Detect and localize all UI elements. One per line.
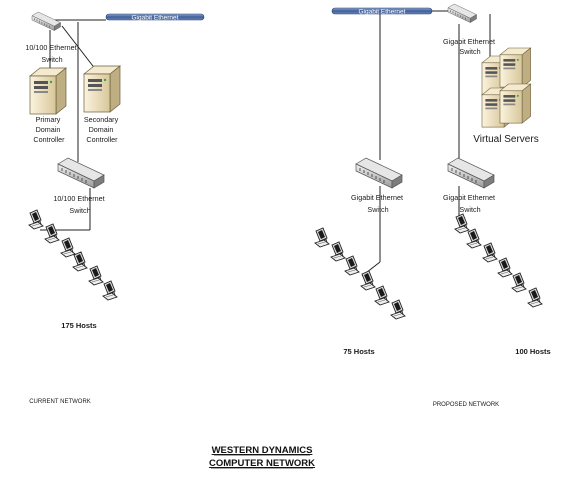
desktop-computer-icon	[466, 228, 482, 249]
current-bottom-switch	[57, 157, 105, 189]
desktop-computer-icon	[60, 237, 76, 258]
server-tower-icon	[83, 65, 121, 113]
desktop-computer-icon	[527, 287, 543, 308]
desktop-computer-icon	[344, 255, 360, 276]
current-network: 10/100 Ethernet Switch Primary Domain Co…	[25, 11, 121, 405]
proposed-right-hosts	[454, 213, 543, 308]
current-wires	[40, 19, 106, 231]
desktop-computer-icon	[44, 223, 60, 244]
proposed-top-switch	[447, 3, 477, 23]
proposed-left-hosts-label: 75 Hosts	[343, 347, 374, 356]
wire-to-secondary-dc	[61, 25, 97, 71]
desktop-computer-icon	[360, 270, 376, 291]
desktop-computer-icon	[314, 227, 330, 248]
proposed-left-hosts	[314, 227, 406, 320]
proposed-left-switch-label: Gigabit Ethernet Switch	[351, 193, 405, 214]
diagram-title: WESTERN DYNAMICS COMPUTER NETWORK	[209, 445, 315, 469]
desktop-computer-icon	[374, 285, 390, 306]
server-tower-icon	[499, 83, 532, 124]
desktop-computer-icon	[72, 251, 88, 272]
backbone-current: Gigabit Ethernet	[105, 13, 205, 22]
primary-domain-controller	[29, 67, 67, 115]
proposed-top-switch-label: Gigabit Ethernet Switch	[443, 37, 497, 56]
backbone-proposed: Gigabit Ethernet	[331, 7, 433, 16]
desktop-computer-icon	[454, 213, 470, 234]
title-line-2: COMPUTER NETWORK	[209, 458, 315, 469]
desktop-computer-icon	[88, 265, 104, 286]
virtual-servers	[481, 47, 532, 128]
switch-icon	[447, 3, 477, 23]
server-tower-icon	[29, 67, 67, 115]
switch-icon	[355, 157, 403, 189]
current-bottom-switch-label: 10/100 Ethernet Switch	[53, 194, 106, 215]
desktop-computer-icon	[497, 257, 513, 278]
desktop-computer-icon	[390, 299, 406, 320]
proposed-right-switch-label: Gigabit Ethernet Switch	[443, 193, 497, 214]
server-tower-icon	[499, 47, 532, 88]
desktop-computer-icon	[330, 241, 346, 262]
secondary-domain-controller	[83, 65, 121, 113]
switch-icon	[31, 11, 61, 31]
current-top-switch	[31, 11, 61, 31]
proposed-left-switch	[355, 157, 403, 189]
secondary-domain-controller-label: Secondary Domain Controller	[84, 115, 120, 144]
backbone-current-label: Gigabit Ethernet	[132, 15, 179, 22]
proposed-network-caption: PROPOSED NETWORK	[433, 402, 499, 408]
proposed-right-switch	[447, 157, 495, 189]
primary-domain-controller-label: Primary Domain Controller	[33, 115, 65, 144]
current-hosts-label: 175 Hosts	[61, 321, 96, 330]
desktop-computer-icon	[102, 280, 118, 301]
desktop-computer-icon	[511, 272, 527, 293]
desktop-computer-icon	[482, 242, 498, 263]
current-network-caption: CURRENT NETWORK	[29, 399, 91, 405]
title-line-1: WESTERN DYNAMICS	[212, 445, 313, 456]
proposed-right-hosts-label: 100 Hosts	[515, 347, 550, 356]
switch-icon	[447, 157, 495, 189]
backbone-proposed-label: Gigabit Ethernet	[359, 9, 406, 16]
desktop-computer-icon	[28, 209, 44, 230]
proposed-network: Gigabit Ethernet Switch Virtual Servers …	[314, 3, 551, 408]
current-hosts	[28, 209, 118, 301]
virtual-servers-label: Virtual Servers	[473, 134, 538, 145]
current-top-switch-label: 10/100 Ethernet Switch	[25, 43, 78, 64]
switch-icon	[57, 157, 105, 189]
